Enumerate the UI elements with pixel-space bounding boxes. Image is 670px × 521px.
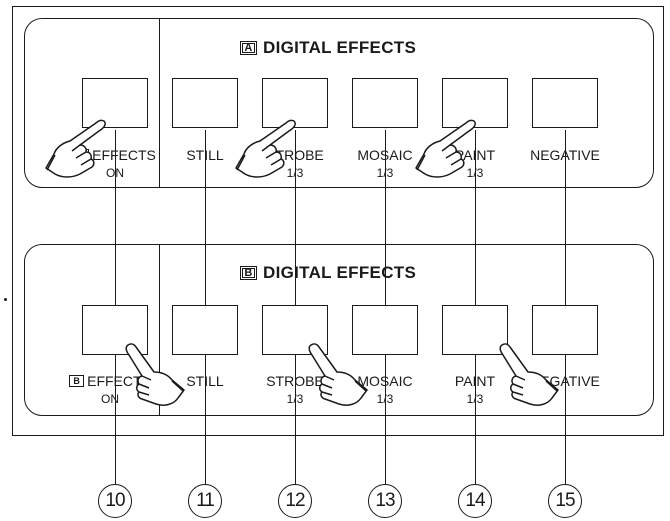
pointing-hand-icon: [305, 342, 369, 408]
callout-13: 13: [368, 484, 402, 518]
b-paint-label: PAINT 1/3: [454, 373, 496, 406]
a-negative-label: NEGATIVE: [530, 147, 600, 163]
panel-b-heading: B DIGITAL EFFECTS: [240, 263, 416, 283]
callout-10: 10: [98, 484, 132, 518]
a-still-label: STILL: [186, 147, 224, 163]
b-still-button[interactable]: [172, 305, 238, 355]
b-effects-badge: B: [69, 375, 85, 387]
panel-a-divider: [159, 19, 160, 187]
pointing-hand-icon: [44, 118, 110, 178]
panel-a-title: DIGITAL EFFECTS: [263, 38, 417, 57]
a-paint-label: PAINT 1/3: [454, 147, 496, 180]
a-effects-on-button[interactable]: [82, 78, 148, 128]
stray-dot: [4, 298, 7, 301]
b-paint-button[interactable]: [442, 305, 508, 355]
a-negative-button[interactable]: [532, 78, 598, 128]
pointing-hand-icon: [122, 342, 186, 408]
b-mosaic-label: MOSAIC 1/3: [357, 373, 413, 406]
b-mosaic-button[interactable]: [352, 305, 418, 355]
a-mosaic-button[interactable]: [352, 78, 418, 128]
panel-b-divider: [159, 245, 160, 415]
panel-b: [24, 244, 654, 416]
panel-a-heading: A DIGITAL EFFECTS: [240, 38, 416, 58]
a-strobe-button[interactable]: [262, 78, 328, 128]
panel-b-badge: B: [240, 266, 257, 280]
b-strobe-label: STROBE 1/3: [266, 373, 324, 406]
a-paint-button[interactable]: [442, 78, 508, 128]
pointing-hand-icon: [234, 118, 300, 178]
callout-11: 11: [188, 484, 222, 518]
a-mosaic-label: MOSAIC 1/3: [357, 147, 413, 180]
b-negative-button[interactable]: [532, 305, 598, 355]
pointing-hand-icon: [414, 118, 480, 178]
outer-frame: [12, 6, 664, 436]
b-still-label: STILL: [186, 373, 224, 389]
callout-15: 15: [548, 484, 582, 518]
panel-a: [24, 18, 654, 188]
callout-14: 14: [458, 484, 492, 518]
pointing-hand-icon: [496, 342, 560, 408]
a-still-button[interactable]: [172, 78, 238, 128]
callout-12: 12: [278, 484, 312, 518]
panel-a-badge: A: [240, 41, 257, 55]
b-effects-on-button[interactable]: [82, 305, 148, 355]
panel-b-title: DIGITAL EFFECTS: [263, 263, 417, 282]
